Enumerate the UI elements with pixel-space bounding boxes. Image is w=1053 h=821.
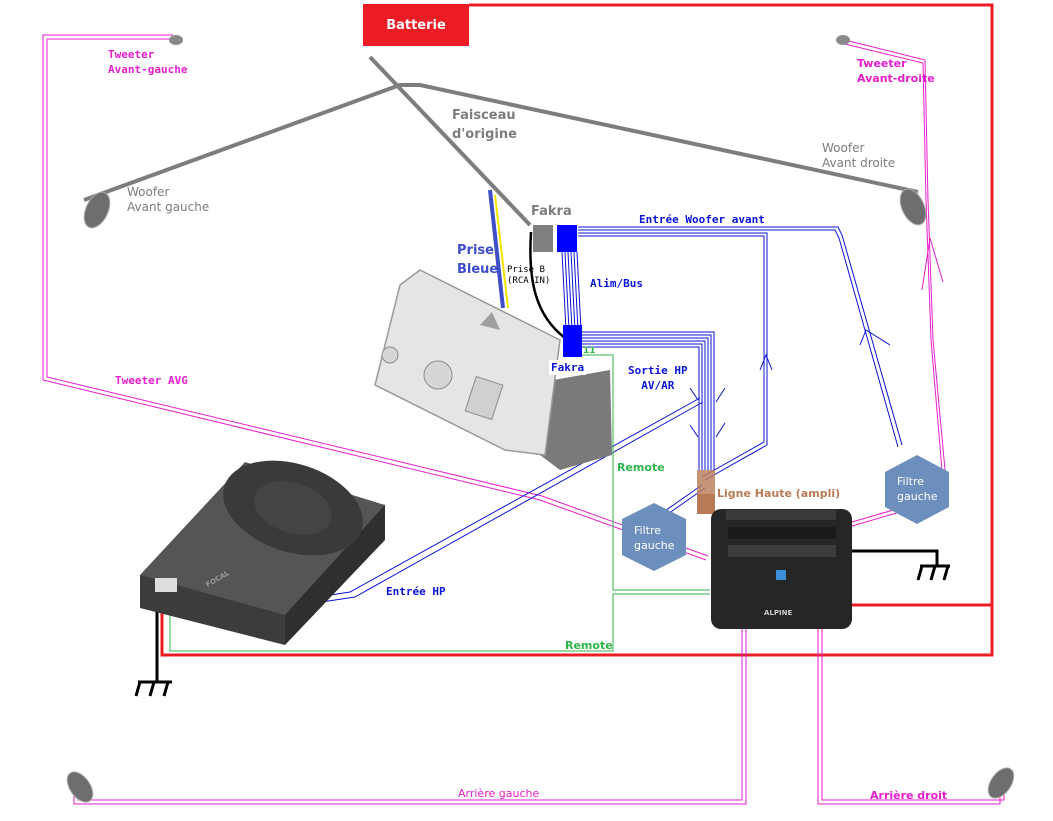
power-wire xyxy=(160,3,994,657)
tweeter-front-right-label: Tweeter Avant-droite xyxy=(857,57,935,85)
woofer-front-left-icon xyxy=(83,191,111,229)
fakra-top-blue xyxy=(557,225,577,252)
remote-label-upper: Remote xyxy=(617,461,665,474)
fakra-top-gray xyxy=(533,225,553,252)
speaker-output-bundle xyxy=(580,331,726,470)
rear-right-speaker-icon xyxy=(987,767,1015,799)
alim-bus-bundle xyxy=(561,251,582,331)
woofer-front-right-label: Woofer Avant droite xyxy=(822,141,896,170)
woofer-front-right-icon xyxy=(899,188,927,226)
tweeter-front-right-wire xyxy=(844,39,946,527)
prise-b-cable xyxy=(529,231,566,339)
woofer-front-left-label: Woofer Avant gauche xyxy=(127,185,210,214)
rear-right-label: Arrière droit xyxy=(870,789,948,802)
sub-input-label: Entrée HP xyxy=(386,585,446,598)
filter-right-label: Filtre gauche xyxy=(897,475,938,503)
high-level-label: Ligne Haute (ampli) xyxy=(717,487,841,500)
pin-number-label: 11 xyxy=(583,346,596,356)
subwoofer xyxy=(140,460,385,645)
filter-left-hex xyxy=(622,503,686,571)
high-level-adapter xyxy=(697,470,715,514)
harness-label: Faisceau d'origine xyxy=(452,108,517,142)
woofer-input-wires xyxy=(578,226,903,481)
battery-label: Batterie xyxy=(386,17,446,33)
original-harness xyxy=(83,55,919,227)
amplifier xyxy=(711,509,852,629)
battery-box: Batterie xyxy=(363,4,469,46)
alim-bus-label: Alim/Bus xyxy=(590,277,643,290)
prise-bleue-label: Prise Bleue xyxy=(457,243,499,277)
tweeter-front-left-label: Tweeter Avant-gauche xyxy=(108,48,188,76)
filter-right-hex xyxy=(885,455,949,524)
woofer-input-label: Entrée Woofer avant xyxy=(639,213,765,226)
remote-wire xyxy=(169,354,710,652)
tweeter-avg-label: Tweeter AVG xyxy=(115,374,188,387)
rear-left-label: Arrière gauche xyxy=(458,787,540,800)
fakra-top-label: Fakra xyxy=(531,204,572,219)
tweeter-front-left-icon xyxy=(169,35,183,45)
speaker-icons xyxy=(66,35,1015,803)
rear-left-speaker-icon xyxy=(66,771,94,803)
speaker-output-label: Sortie HP AV/AR xyxy=(628,364,688,392)
prise-yellow-wire xyxy=(494,194,509,309)
prise-b-label: Prise B (RCA IN) xyxy=(507,265,551,286)
tweeter-front-left-wire xyxy=(42,34,709,561)
fakra-bottom-label: Fakra xyxy=(549,360,587,375)
tweeter-front-right-icon xyxy=(836,35,850,45)
head-unit xyxy=(374,269,612,470)
prise-bleue-wire xyxy=(488,189,505,309)
remote-label-lower: Remote xyxy=(565,639,613,652)
amplifier-brand: ALPINE xyxy=(764,609,793,617)
fakra-bottom-blue xyxy=(563,325,582,357)
filter-left-label: Filtre gauche xyxy=(634,524,675,552)
